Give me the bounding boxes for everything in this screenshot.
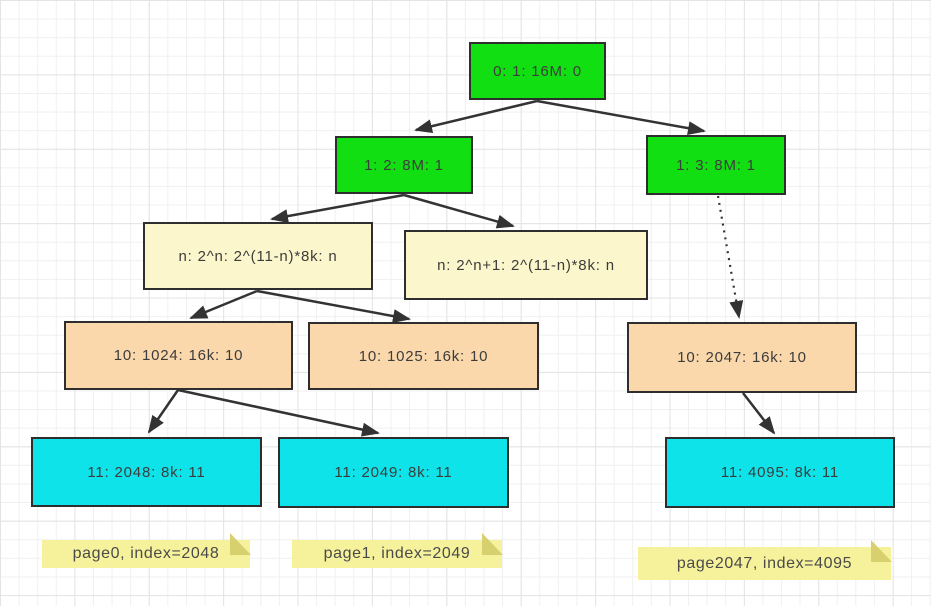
- note-page2047-label: page2047, index=4095: [676, 554, 853, 572]
- node-formula-right-label: n: 2^n+1: 2^(11-n)*8k: n: [437, 256, 615, 274]
- edge-rightchild-to-2047-dotted: [716, 195, 744, 319]
- node-2048[interactable]: 11: 2048: 8k: 11: [31, 437, 262, 507]
- node-2047[interactable]: 10: 2047: 16k: 10: [627, 322, 857, 393]
- node-left-child-label: 1: 2: 8M: 1: [364, 156, 444, 174]
- node-1025[interactable]: 10: 1025: 16k: 10: [308, 322, 539, 390]
- node-1024[interactable]: 10: 1024: 16k: 10: [64, 321, 293, 390]
- edge-root-to-right-child: [536, 99, 706, 136]
- note-page1[interactable]: page1, index=2049: [292, 533, 503, 568]
- note-page0-label: page0, index=2048: [72, 545, 220, 562]
- node-4095[interactable]: 11: 4095: 8k: 11: [665, 437, 895, 508]
- node-root-label: 0: 1: 16M: 0: [493, 62, 582, 80]
- node-2047-label: 10: 2047: 16k: 10: [677, 349, 807, 366]
- node-root[interactable]: 0: 1: 16M: 0: [469, 42, 606, 100]
- edge-1024-to-2049: [177, 388, 380, 437]
- note-page0[interactable]: page0, index=2048: [42, 533, 251, 568]
- node-1024-label: 10: 1024: 16k: 10: [113, 347, 244, 364]
- node-formula-left[interactable]: n: 2^n: 2^(11-n)*8k: n: [143, 222, 373, 290]
- note-page1-label: page1, index=2049: [323, 545, 471, 562]
- edge-2047-to-4095: [742, 392, 776, 435]
- edge-formulaleft-to-1025: [256, 289, 411, 323]
- node-1025-label: 10: 1025: 16k: 10: [358, 347, 489, 365]
- node-right-child[interactable]: 1: 3: 8M: 1: [646, 135, 786, 195]
- node-left-child[interactable]: 1: 2: 8M: 1: [335, 136, 473, 194]
- edge-formulaleft-to-1024: [189, 289, 258, 320]
- node-2049[interactable]: 11: 2049: 8k: 11: [278, 437, 509, 508]
- node-right-child-label: 1: 3: 8M: 1: [676, 156, 756, 174]
- edge-root-to-left-child: [414, 99, 538, 134]
- node-2048-label: 11: 2048: 8k: 11: [87, 463, 206, 481]
- edge-leftchild-to-formula-right: [403, 193, 515, 229]
- node-formula-right[interactable]: n: 2^n+1: 2^(11-n)*8k: n: [404, 230, 648, 300]
- edge-1024-to-2048: [147, 389, 180, 434]
- note-page2047[interactable]: page2047, index=4095: [638, 540, 892, 580]
- edge-leftchild-to-formula-left: [270, 193, 405, 224]
- node-formula-left-label: n: 2^n: 2^(11-n)*8k: n: [178, 247, 338, 265]
- node-2049-label: 11: 2049: 8k: 11: [334, 464, 453, 481]
- node-4095-label: 11: 4095: 8k: 11: [720, 464, 840, 481]
